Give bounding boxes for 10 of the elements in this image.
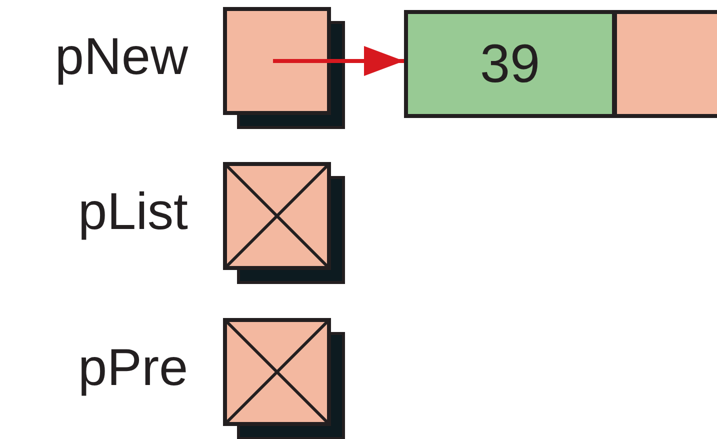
node-value: 39 [480,37,540,91]
null-pointer-box [223,318,331,426]
pointer-name-label: pPre [78,342,188,394]
null-pointer-box [223,162,331,270]
data-field-box [404,10,616,118]
pointer-name-label: pNew [55,31,188,83]
pointer-name-label: pList [78,186,188,238]
arrow [273,46,404,76]
pointer-box [223,7,331,115]
link-field-box [613,10,717,118]
